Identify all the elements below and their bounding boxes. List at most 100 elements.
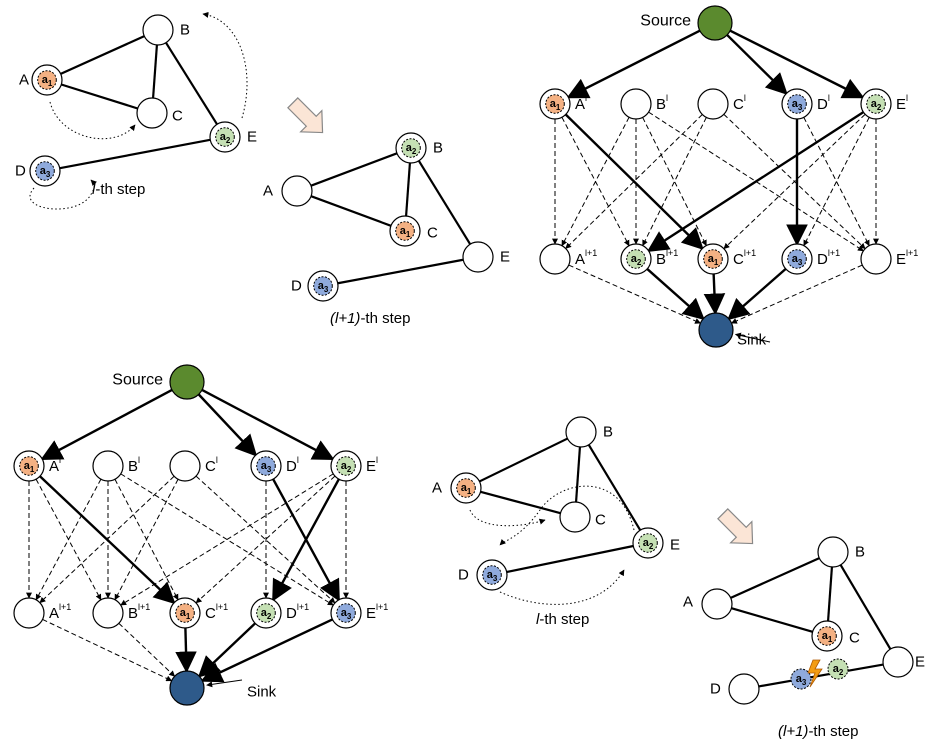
edge-dashed bbox=[195, 475, 336, 604]
transition-arrow-top bbox=[287, 97, 324, 134]
label-e: E bbox=[500, 249, 510, 266]
label-d: D bbox=[15, 163, 26, 180]
step-label-l: l-th step bbox=[92, 181, 145, 198]
collision-icon bbox=[807, 659, 823, 688]
edge-a-b bbox=[479, 437, 568, 483]
agent-label: a1 bbox=[400, 225, 411, 239]
agent-a1-marker bbox=[817, 626, 837, 646]
agent-a2-marker bbox=[215, 127, 235, 147]
superscript: l+1 bbox=[216, 602, 228, 612]
edge-d-e bbox=[337, 258, 464, 285]
label-c-l: Cl bbox=[733, 93, 746, 113]
source-label: Source bbox=[640, 13, 691, 30]
label-d: D bbox=[458, 567, 469, 584]
agent-a3-marker bbox=[35, 161, 55, 181]
agent-label: a2 bbox=[871, 98, 882, 112]
edge-b-c bbox=[151, 44, 159, 99]
node-b-l bbox=[620, 88, 652, 120]
label-c-l1: Cl+1 bbox=[205, 602, 228, 622]
agent-label: a3 bbox=[261, 460, 272, 474]
agent-a3-marker bbox=[256, 456, 276, 476]
superscript: l+1 bbox=[828, 248, 840, 258]
node-b-l bbox=[92, 450, 124, 482]
edge-solid-sink bbox=[646, 268, 705, 321]
label-d-l1: Dl+1 bbox=[817, 248, 840, 268]
edge-source-e bbox=[201, 388, 335, 461]
label-c-l1: Cl+1 bbox=[733, 248, 756, 268]
agent-label: a3 bbox=[792, 253, 803, 267]
agent-a1-marker bbox=[395, 221, 415, 241]
label-b-l1: Bl+1 bbox=[128, 602, 150, 622]
agent-a2-marker bbox=[638, 533, 658, 553]
edge-b-c bbox=[404, 162, 412, 217]
agent-label: a3 bbox=[487, 569, 498, 583]
superscript: l bbox=[666, 93, 668, 103]
source-node bbox=[697, 5, 733, 41]
edge-b-e bbox=[165, 42, 218, 125]
agent-label: a1 bbox=[42, 74, 53, 88]
edge-source-d bbox=[197, 393, 258, 457]
agent-a1-marker bbox=[703, 249, 723, 269]
agent-label: a3 bbox=[796, 673, 807, 687]
agent-label: a2 bbox=[833, 663, 844, 677]
node-b bbox=[565, 416, 597, 448]
edge-a-c bbox=[310, 195, 392, 227]
label-e-l1: El+1 bbox=[896, 248, 918, 268]
label-c-l: Cl bbox=[205, 455, 218, 475]
superscript: l bbox=[297, 455, 299, 465]
edge-d-e bbox=[59, 138, 211, 170]
node-a bbox=[701, 588, 733, 620]
agent-a2-marker bbox=[866, 94, 886, 114]
agent-label: a3 bbox=[341, 607, 352, 621]
node-a-l1 bbox=[13, 597, 45, 629]
agent-a2-marker bbox=[626, 249, 646, 269]
label-a-l1: Al+1 bbox=[49, 602, 71, 622]
edge-solid bbox=[646, 111, 865, 253]
edge-solid-sink bbox=[175, 627, 197, 674]
step-label-l1: (l+1)-th step bbox=[778, 723, 858, 740]
label-a-l: Al bbox=[49, 455, 61, 475]
sink-node bbox=[698, 312, 734, 348]
label-d-l1: Dl+1 bbox=[286, 602, 309, 622]
edge-dashed bbox=[195, 475, 336, 604]
label-a: A bbox=[432, 480, 442, 497]
source-label: Source bbox=[112, 372, 163, 389]
agent-label: a2 bbox=[631, 253, 642, 267]
edge-solid bbox=[272, 478, 340, 602]
node-b bbox=[142, 14, 174, 46]
transition-arrow-bottom bbox=[717, 508, 754, 545]
edge-solid-sink bbox=[727, 267, 787, 321]
label-a: A bbox=[19, 72, 29, 89]
agent-a2-marker bbox=[401, 138, 421, 158]
node-c-l bbox=[169, 450, 201, 482]
edge-a-c bbox=[60, 83, 139, 110]
agent-label: a3 bbox=[792, 98, 803, 112]
edge-dashed-sink bbox=[42, 618, 173, 682]
node-e bbox=[462, 241, 494, 273]
source-node bbox=[169, 364, 205, 400]
label-b: B bbox=[433, 140, 443, 157]
label-d-l: Dl bbox=[286, 455, 299, 475]
label-a: A bbox=[683, 594, 693, 611]
edge-a-b bbox=[60, 35, 145, 75]
superscript: l bbox=[216, 455, 218, 465]
node-a bbox=[281, 175, 313, 207]
arrow-shape bbox=[287, 97, 324, 134]
label-a: A bbox=[263, 183, 273, 200]
superscript: l bbox=[59, 455, 61, 465]
edge-a-c bbox=[480, 490, 561, 515]
edge-b-c bbox=[826, 566, 834, 622]
node-c bbox=[559, 501, 591, 533]
edge-dashed bbox=[114, 479, 179, 601]
edge-solid-sink bbox=[200, 618, 333, 683]
move-a1 bbox=[49, 101, 136, 140]
arrow-shape bbox=[717, 508, 754, 545]
label-a-l: Al bbox=[575, 93, 587, 113]
edge-dashed-sink bbox=[118, 622, 176, 677]
agent-label: a1 bbox=[461, 482, 472, 496]
agent-a1-marker bbox=[175, 603, 195, 623]
edge-a-b bbox=[730, 557, 820, 599]
agent-label: a1 bbox=[24, 460, 35, 474]
superscript: l bbox=[744, 93, 746, 103]
